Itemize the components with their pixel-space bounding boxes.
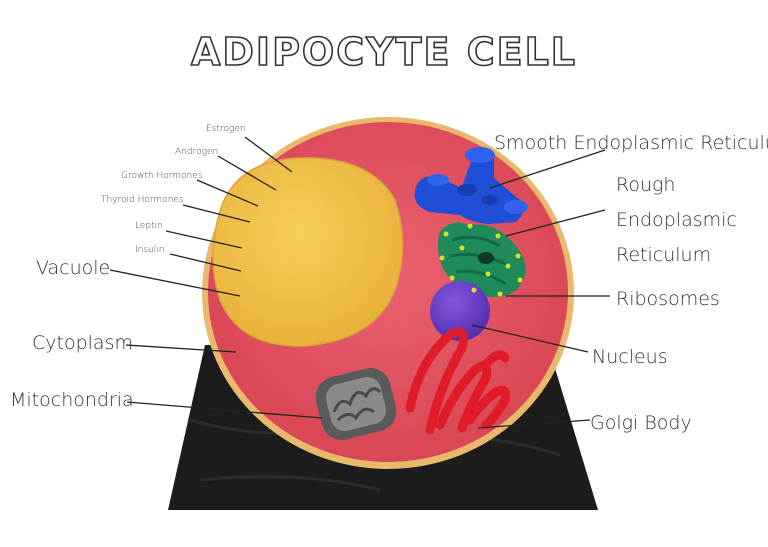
- label-nucleus: Nucleus: [592, 346, 668, 368]
- label-smooth-er: Smooth Endoplasmic Reticulum: [494, 132, 768, 154]
- label-androgen: Androgen: [175, 147, 219, 157]
- pointer-smooth-er: [489, 149, 606, 189]
- label-cytoplasm: Cytoplasm: [32, 332, 133, 354]
- label-ribosomes: Ribosomes: [616, 288, 720, 310]
- pointer-lines: [109, 136, 610, 429]
- vacuole: [212, 157, 404, 347]
- pointer-nucleus: [471, 324, 589, 353]
- pointer-rough-er: [505, 209, 606, 237]
- pointer-mitochondria: [126, 401, 323, 419]
- label-rough-er-line1: Rough: [616, 174, 676, 196]
- diagram-title: ADIPOCYTE CELL: [190, 29, 578, 75]
- label-rough-er-line2: Endoplasmic: [616, 209, 737, 231]
- label-growth-hormones: Growth Hormones: [121, 171, 203, 181]
- label-rough-er-line3: Reticulum: [616, 244, 712, 266]
- mitochondria-structure: [315, 368, 397, 440]
- pointer-leptin: [165, 230, 243, 249]
- pointer-vacuole: [109, 269, 241, 297]
- pointer-cytoplasm: [125, 344, 237, 353]
- smooth-er-structure: [414, 147, 528, 224]
- pointer-androgen: [217, 155, 277, 191]
- golgi-body-structure: [405, 327, 511, 435]
- pointer-estrogen: [244, 136, 293, 173]
- pointer-insulin: [169, 253, 242, 272]
- ribosome-dots: [439, 223, 523, 297]
- label-thyroid-hormones: Thyroid Hormones: [101, 195, 184, 205]
- label-vacuole: Vacuole: [36, 257, 111, 279]
- pointer-growth-hormones: [196, 179, 259, 207]
- label-estrogen: Estrogen: [206, 124, 246, 134]
- label-golgi-body: Golgi Body: [590, 412, 692, 434]
- label-leptin: Leptin: [135, 221, 163, 231]
- label-mitochondria: Mitochondria: [10, 389, 134, 411]
- label-insulin: Insulin: [135, 245, 165, 255]
- pointer-golgi: [477, 419, 591, 429]
- pointer-thyroid-hormones: [182, 204, 251, 223]
- rough-er-structure: [438, 222, 526, 297]
